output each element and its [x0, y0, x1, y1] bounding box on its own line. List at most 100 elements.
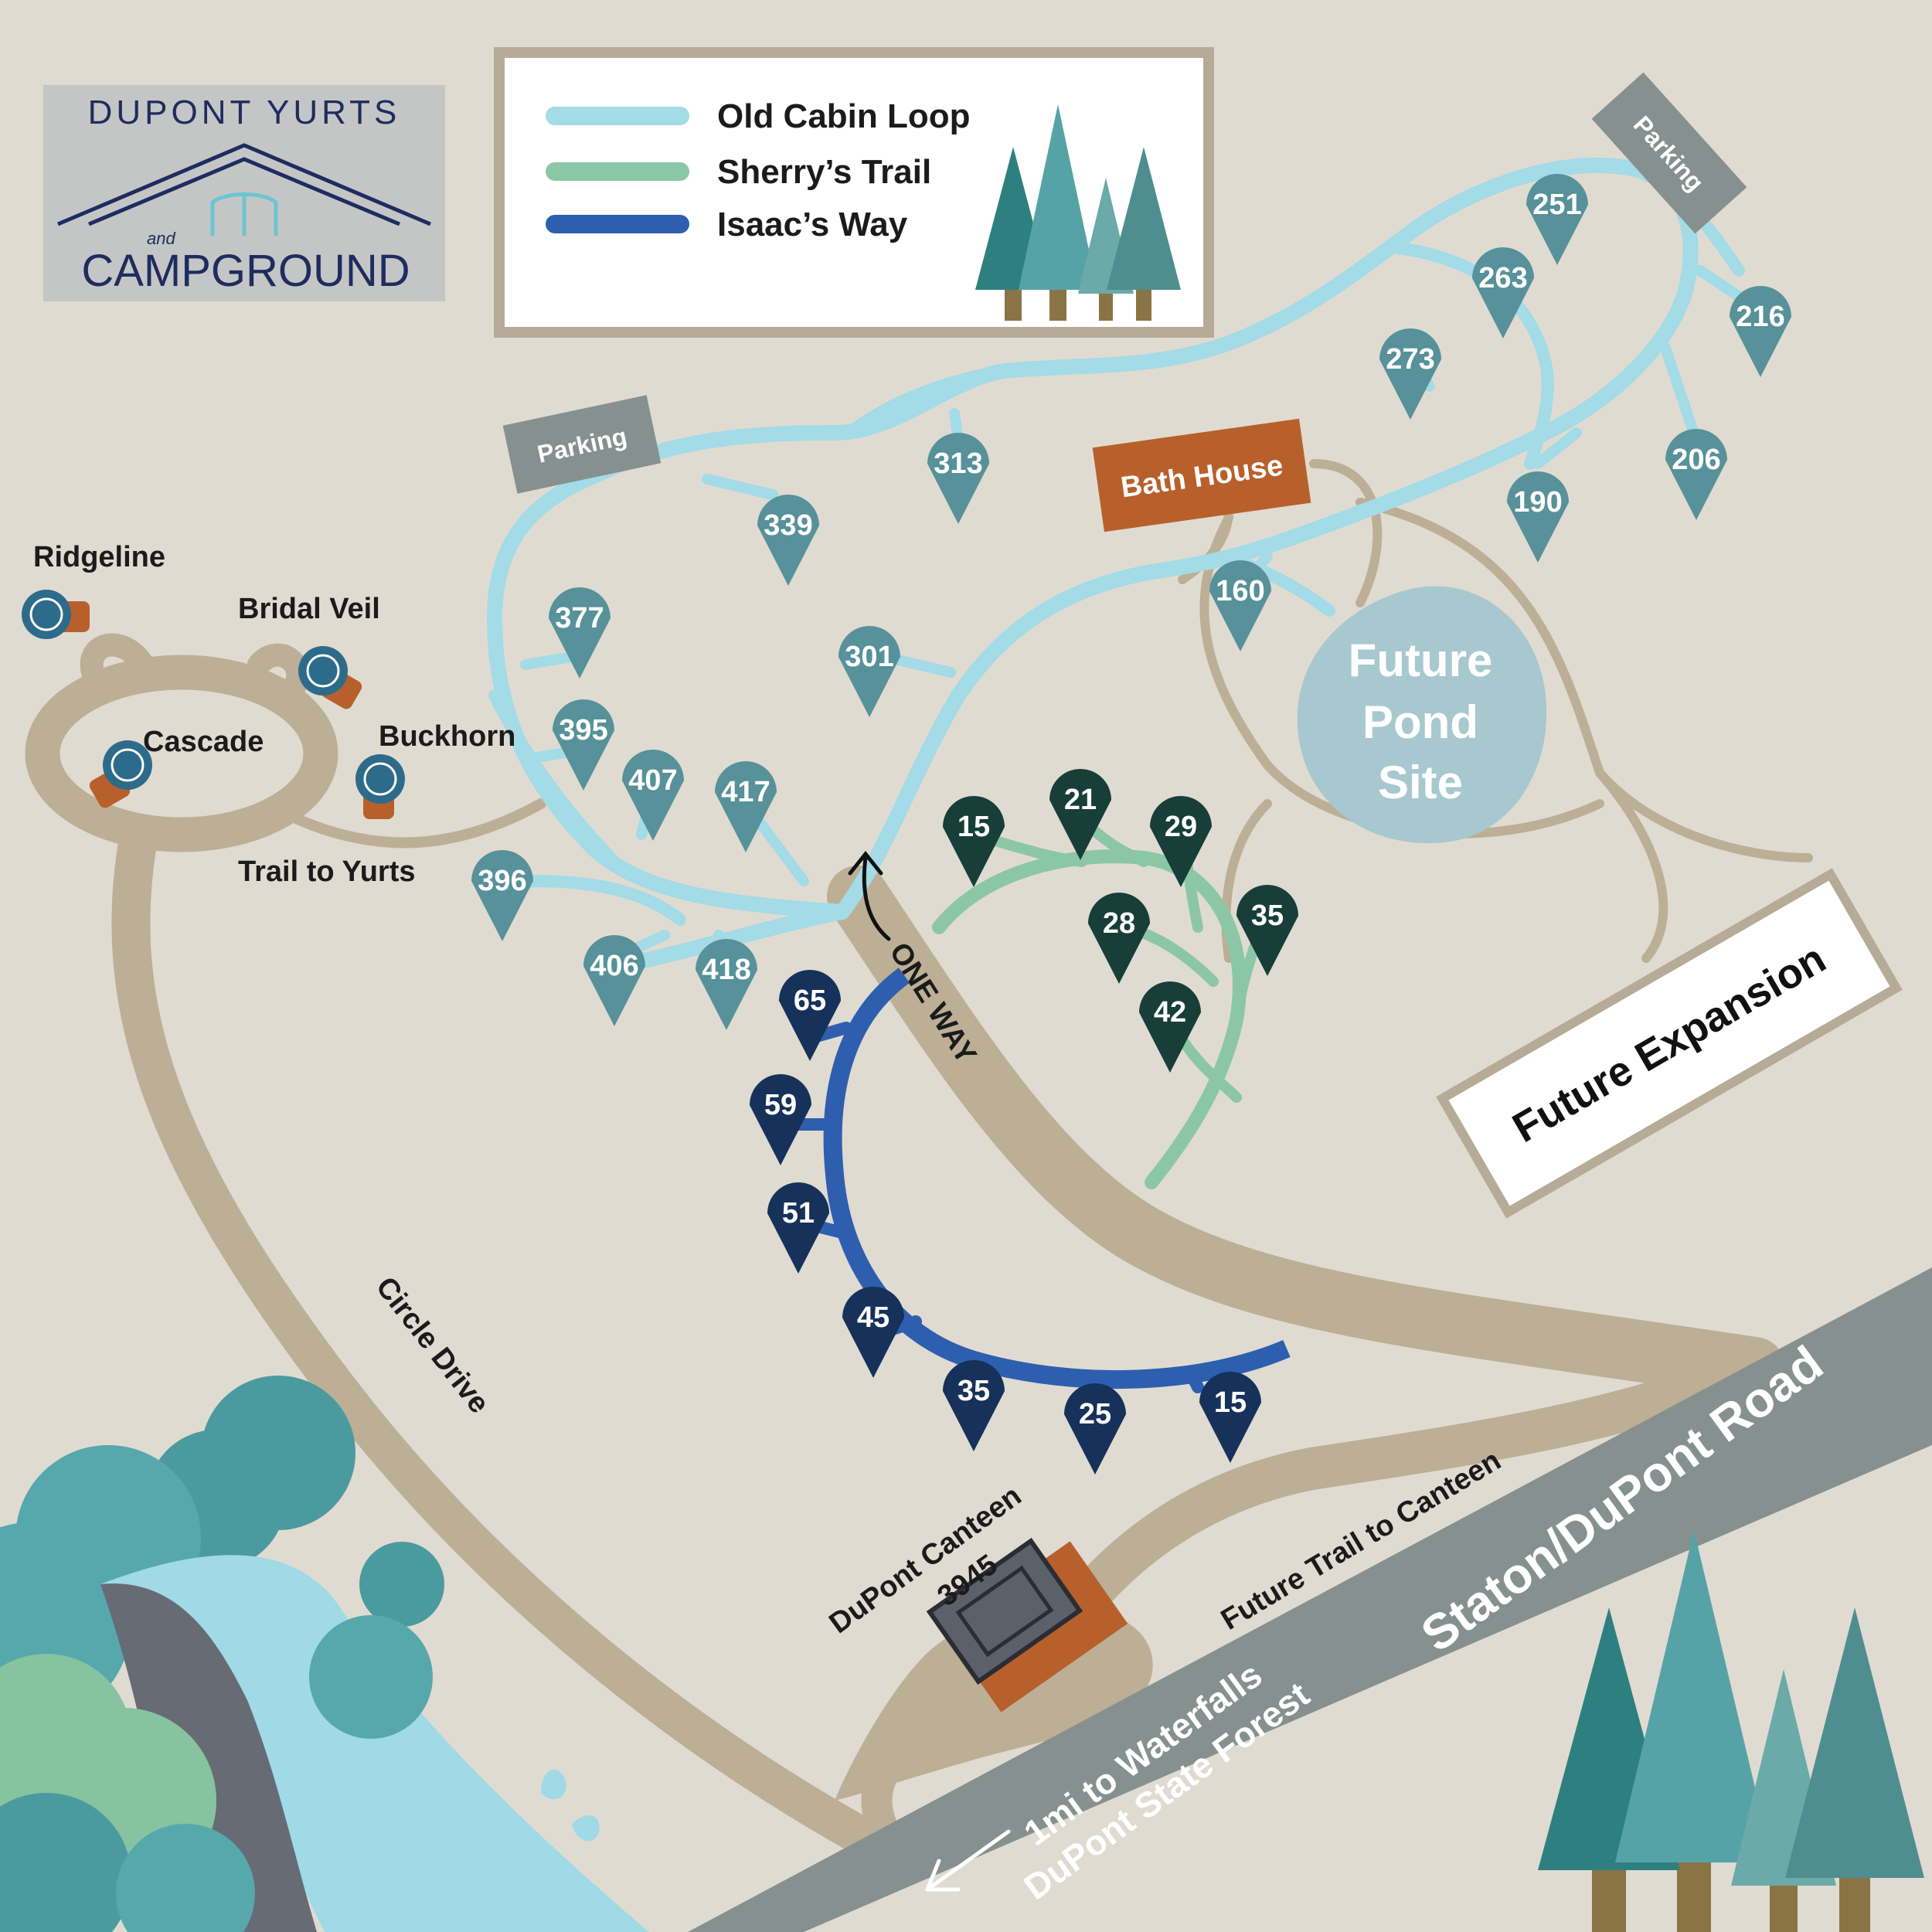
site-pin[interactable]: 59: [750, 1074, 811, 1165]
site-marker: [549, 587, 611, 679]
pond-path-southeast: [1595, 768, 1668, 963]
yurt-buckhorn: Buckhorn: [355, 720, 515, 819]
site-marker: [1730, 286, 1791, 377]
site-marker: [715, 761, 777, 852]
site-pin[interactable]: 42: [1139, 981, 1201, 1073]
site-pin[interactable]: 65: [779, 970, 841, 1061]
site-pin[interactable]: 45: [842, 1287, 904, 1378]
bath-house-box: [1092, 418, 1311, 532]
site-pin[interactable]: 339: [757, 495, 819, 586]
pond-label-line-1: Future: [1349, 634, 1493, 686]
site-pin[interactable]: 377: [549, 587, 611, 679]
site-marker: [583, 935, 645, 1026]
site-marker: [1472, 247, 1534, 338]
spur-i15: [1184, 1366, 1204, 1393]
site-marker: [1049, 769, 1111, 860]
site-number: 42: [1154, 996, 1186, 1029]
parking-west-box: [502, 395, 662, 494]
spur-i65: [813, 1022, 852, 1042]
trail-to-yurts-label: Trail to Yurts: [238, 855, 415, 888]
spur-190: [1532, 427, 1582, 469]
site-pin[interactable]: 28: [1088, 893, 1150, 984]
yurt-bridal-veil: Bridal Veil: [238, 593, 380, 709]
site-number: 251: [1532, 189, 1581, 221]
site-number: 377: [555, 602, 604, 634]
yurts: Ridgeline Bridal Veil Cascade Buckhorn: [22, 541, 515, 819]
site-pin[interactable]: 273: [1379, 328, 1441, 420]
site-number: 59: [764, 1089, 797, 1121]
site-pin[interactable]: 160: [1209, 560, 1271, 651]
yurt-roof-ring: [306, 654, 340, 688]
site-number: 313: [934, 447, 982, 480]
site-pin[interactable]: 216: [1730, 286, 1791, 377]
site-pin[interactable]: 21: [1049, 769, 1111, 860]
site-marker: [767, 1182, 829, 1274]
logo: DUPONT YURTS and CAMPGROUND: [43, 85, 445, 301]
site-marker: [622, 750, 684, 841]
pond-path-west: [1199, 513, 1604, 838]
logo-yurt-icon: [210, 192, 278, 236]
highway-band: [688, 1267, 1932, 1932]
logo-roof-icon: [57, 143, 431, 226]
site-pin[interactable]: 396: [471, 850, 533, 941]
logo-title: DUPONT YURTS: [88, 94, 401, 131]
site-pin[interactable]: 15: [943, 796, 1005, 887]
site-number: 190: [1513, 486, 1562, 519]
site-pin[interactable]: 25: [1064, 1383, 1126, 1475]
sherrys-trail: [932, 814, 1273, 1189]
yurt-roof: [22, 590, 71, 639]
site-number: 206: [1672, 444, 1720, 476]
site-pin[interactable]: 407: [622, 750, 684, 841]
site-pin[interactable]: 395: [553, 699, 614, 791]
site-pin[interactable]: 263: [1472, 247, 1534, 338]
site-marker: [943, 796, 1005, 887]
site-marker: [779, 970, 841, 1061]
site-pin[interactable]: 313: [927, 433, 989, 524]
legend-trees-icon: [975, 104, 1181, 321]
site-pin[interactable]: 417: [715, 761, 777, 852]
yurt-roof-ring: [111, 748, 145, 782]
site-pin[interactable]: 190: [1507, 471, 1569, 563]
site-pin[interactable]: 51: [767, 1182, 829, 1274]
site-marker: [1665, 429, 1727, 520]
pond-label-line-2: Pond: [1362, 696, 1478, 748]
site-marker: [553, 699, 614, 791]
site-pin[interactable]: 29: [1150, 796, 1212, 887]
site-number: 28: [1103, 907, 1135, 940]
site-number: 29: [1165, 811, 1197, 843]
site-pin[interactable]: 251: [1526, 174, 1588, 265]
site-pin[interactable]: 418: [696, 939, 757, 1030]
spur-206: [1660, 342, 1698, 434]
site-number: 216: [1736, 301, 1784, 333]
site-marker: [750, 1074, 811, 1165]
site-pin[interactable]: 35: [943, 1360, 1005, 1451]
site-pin[interactable]: 301: [838, 626, 900, 717]
site-marker: [838, 626, 900, 717]
site-number: 396: [478, 865, 526, 897]
legend-label-isaac: Isaac’s Way: [717, 206, 908, 243]
site-pin[interactable]: 15: [1199, 1372, 1261, 1463]
site-marker: [1507, 471, 1569, 563]
site-pin[interactable]: 406: [583, 935, 645, 1026]
site-number: 35: [957, 1375, 990, 1407]
legend-label-sherry: Sherry’s Trail: [717, 153, 931, 191]
site-marker: [1064, 1383, 1126, 1475]
pond-path-east: [1355, 498, 1813, 862]
logo-and: and: [147, 229, 175, 248]
site-pin[interactable]: 35: [1236, 885, 1298, 976]
parking-west: Parking: [502, 395, 662, 494]
site-number: 25: [1079, 1398, 1111, 1430]
site-pin[interactable]: 206: [1665, 429, 1727, 520]
future-expansion-box: [1436, 868, 1903, 1219]
canteen-area: [835, 1537, 1153, 1855]
sherry-main: [932, 849, 1247, 1189]
parking-east-box: [1591, 72, 1747, 234]
old-cabin-main: [487, 157, 1699, 974]
roads: [111, 459, 1813, 1866]
site-marker: [1209, 560, 1271, 651]
yurt-loop-knob-east: [247, 643, 310, 699]
bath-house: Bath House: [1092, 418, 1311, 532]
site-number: 406: [590, 950, 638, 982]
site-marker: [1150, 796, 1212, 887]
